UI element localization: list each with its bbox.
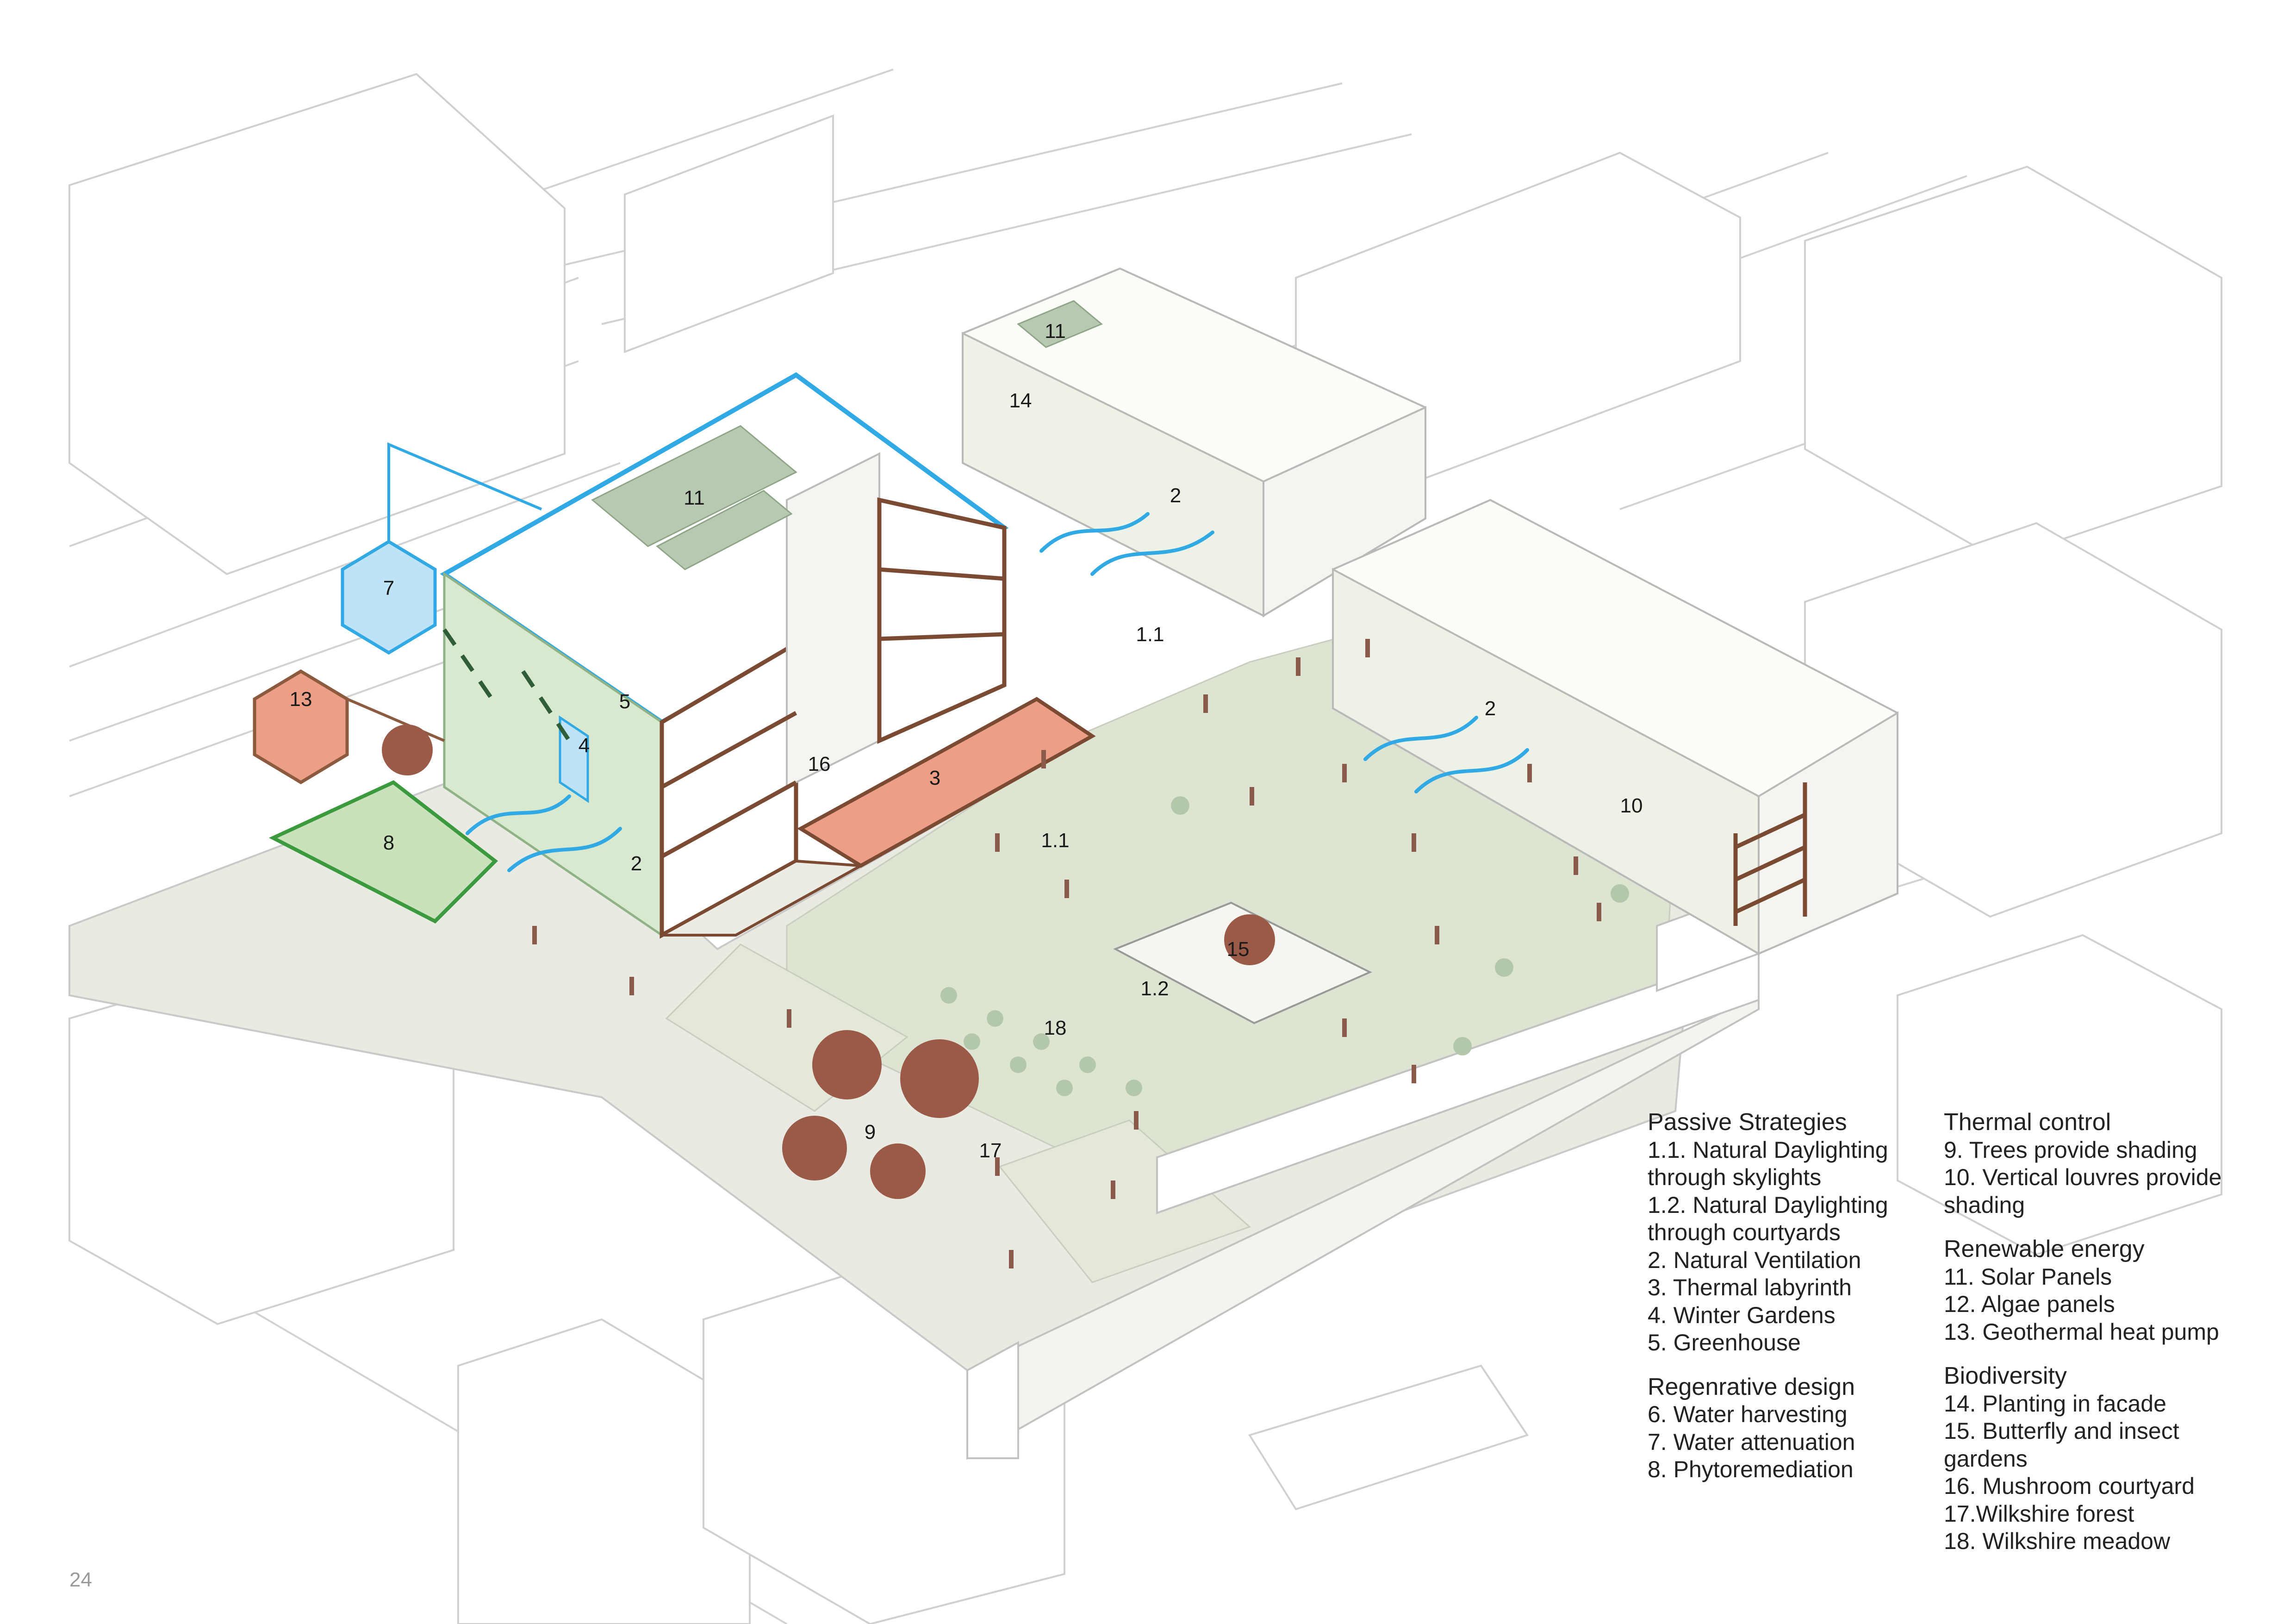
callout-14: 14: [1009, 389, 1032, 412]
legend-item: gardens: [1944, 1445, 2221, 1473]
callout-4: 4: [579, 734, 590, 757]
callout-18: 18: [1044, 1017, 1067, 1039]
main-building-east-wing: [879, 500, 1004, 741]
legend-item: 9. Trees provide shading: [1944, 1137, 2221, 1164]
legend-spacer: [1944, 1346, 2221, 1362]
callout-1-2: 1.2: [1140, 977, 1169, 1000]
legend-item: 17.Wilkshire forest: [1944, 1500, 2221, 1528]
callout-9: 9: [865, 1121, 876, 1143]
legend-heading: Thermal control: [1944, 1109, 2221, 1137]
legend-heading: Passive Strategies: [1648, 1109, 1888, 1137]
legend-right-column: Thermal control9. Trees provide shading1…: [1944, 1109, 2221, 1555]
legend-item: through skylights: [1648, 1164, 1888, 1192]
callout-7: 7: [383, 577, 394, 600]
callout-13: 13: [290, 688, 312, 711]
callout-2-rear: 2: [1170, 484, 1181, 507]
legend-item: 14. Planting in facade: [1944, 1390, 2221, 1418]
legend-left-column: Passive Strategies1.1. Natural Daylighti…: [1648, 1109, 1888, 1484]
callout-3: 3: [929, 767, 940, 789]
callout-15: 15: [1227, 938, 1250, 961]
callout-2-right: 2: [1485, 697, 1496, 720]
legend-item: 13. Geothermal heat pump: [1944, 1318, 2221, 1346]
legend-item: 8. Phytoremediation: [1648, 1456, 1888, 1484]
main-building-tower: [787, 454, 879, 787]
callout-1-1-courtyard: 1.1: [1041, 829, 1069, 852]
legend-heading: Biodiversity: [1944, 1362, 2221, 1390]
callout-11-main: 11: [684, 487, 705, 509]
legend-spacer: [1944, 1219, 2221, 1236]
callout-8: 8: [383, 831, 394, 854]
legend-item: 1.1. Natural Daylighting: [1648, 1137, 1888, 1164]
callout-5: 5: [619, 690, 630, 713]
legend-item: 12. Algae panels: [1944, 1291, 2221, 1318]
legend-item: 1.2. Natural Daylighting: [1648, 1192, 1888, 1219]
callout-16: 16: [808, 753, 831, 775]
page-number: 24: [69, 1568, 92, 1592]
legend-item: shading: [1944, 1192, 2221, 1219]
callout-10: 10: [1620, 794, 1643, 817]
legend-item: 15. Butterfly and insect: [1944, 1418, 2221, 1445]
legend-item: 3. Thermal labyrinth: [1648, 1274, 1888, 1302]
legend-item: 11. Solar Panels: [1944, 1263, 2221, 1291]
callout-2-main: 2: [631, 852, 642, 875]
legend-item: 4. Winter Gardens: [1648, 1302, 1888, 1330]
legend-heading: Regenrative design: [1648, 1374, 1888, 1401]
callout-17: 17: [979, 1139, 1002, 1162]
legend-item: 7. Water attenuation: [1648, 1429, 1888, 1456]
legend-item: 10. Vertical louvres provide: [1944, 1164, 2221, 1192]
legend-item: 6. Water harvesting: [1648, 1401, 1888, 1429]
callout-11-rear: 11: [1045, 320, 1066, 343]
legend-item: 16. Mushroom courtyard: [1944, 1473, 2221, 1500]
legend-item: 2. Natural Ventilation: [1648, 1247, 1888, 1274]
legend-heading: Renewable energy: [1944, 1236, 2221, 1263]
legend-spacer: [1648, 1357, 1888, 1374]
callout-1-1-rear: 1.1: [1136, 623, 1164, 646]
legend-item: 5. Greenhouse: [1648, 1329, 1888, 1357]
legend-item: through courtyards: [1648, 1219, 1888, 1247]
legend-item: 18. Wilkshire meadow: [1944, 1528, 2221, 1555]
